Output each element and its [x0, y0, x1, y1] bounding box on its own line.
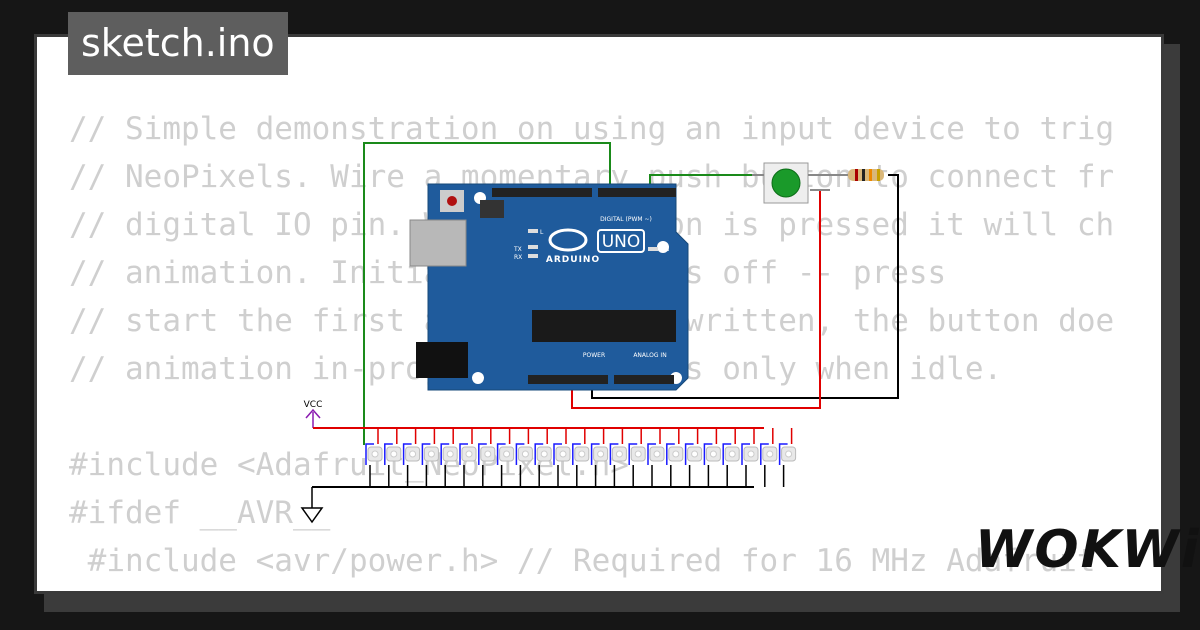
neopixel[interactable]: [684, 428, 703, 487]
digital-header-label: DIGITAL (PWM ~): [600, 216, 652, 223]
led-on-label: ON: [660, 246, 669, 253]
code-line: #include <avr/power.h> // Required for 1…: [69, 543, 1096, 579]
push-button[interactable]: [752, 162, 848, 204]
code-line: #ifdef __AVR__: [69, 495, 331, 531]
board-model-label: UNO: [602, 232, 641, 252]
neopixel-strip: [365, 428, 797, 487]
neopixel[interactable]: [459, 428, 477, 487]
vcc-symbol: VCC: [304, 400, 323, 428]
neopixel[interactable]: [703, 428, 721, 487]
neopixel[interactable]: [421, 428, 439, 487]
neopixel[interactable]: [778, 428, 797, 487]
neopixel[interactable]: [666, 428, 684, 487]
neopixel[interactable]: [365, 428, 383, 487]
ground-symbol: [300, 487, 324, 524]
code-line: // Simple demonstration on using an inpu…: [69, 111, 1115, 147]
neopixel[interactable]: [478, 428, 496, 487]
power-header-label: POWER: [583, 352, 605, 359]
neopixel[interactable]: [553, 428, 571, 487]
analog-header-label: ANALOG IN: [633, 352, 666, 359]
resistor[interactable]: [848, 169, 884, 181]
neopixel[interactable]: [440, 428, 458, 487]
neopixel[interactable]: [384, 428, 402, 487]
neopixel[interactable]: [402, 428, 421, 487]
sketch-title: sketch.ino: [68, 12, 288, 75]
neopixel[interactable]: [760, 428, 778, 487]
neopixel[interactable]: [515, 428, 533, 487]
wokwi-logo: WOKWi: [975, 520, 1200, 580]
neopixel[interactable]: [496, 428, 515, 487]
led-tx-label: TX: [513, 246, 522, 253]
led-l-label: L: [540, 229, 544, 236]
neopixel[interactable]: [722, 428, 740, 487]
neopixel[interactable]: [741, 428, 759, 487]
neopixel[interactable]: [572, 428, 590, 487]
green-wire-data: [363, 142, 611, 445]
neopixel[interactable]: [609, 428, 627, 487]
arduino-uno-board[interactable]: UNO ARDUINO DIGITAL (PWM ~) POWER ANALOG…: [409, 183, 689, 391]
vcc-label: VCC: [304, 400, 323, 410]
neopixel[interactable]: [647, 428, 665, 487]
led-rx-label: RX: [514, 254, 522, 261]
neopixel[interactable]: [534, 428, 552, 487]
neopixel[interactable]: [628, 428, 646, 487]
board-brand-label: ARDUINO: [546, 255, 600, 265]
neopixel[interactable]: [590, 428, 609, 487]
code-line: // NeoPixels. Wire a momentary push butt…: [69, 159, 1115, 195]
